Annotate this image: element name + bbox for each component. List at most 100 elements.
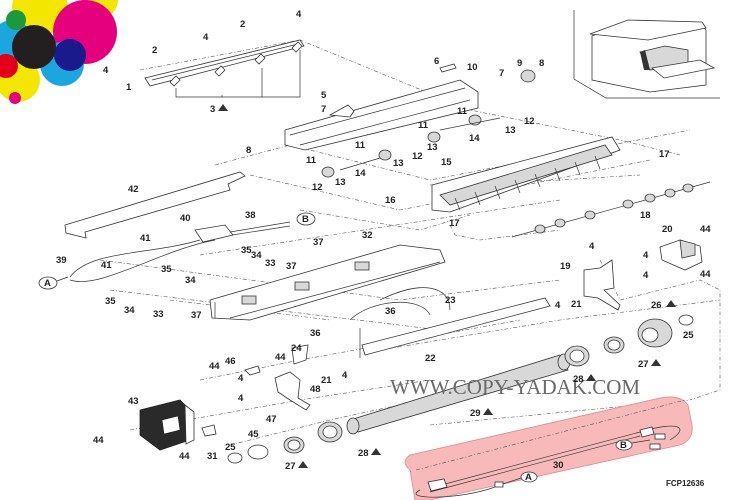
exit-roller-shaft-part-18 [511, 181, 711, 238]
copier-inset [573, 10, 720, 99]
label-36: 36 [310, 328, 321, 339]
cover-part-43 [139, 399, 195, 451]
label-46: 46 [225, 356, 236, 367]
label-36: 36 [385, 306, 396, 317]
rollers [321, 69, 536, 178]
svg-text:B: B [302, 214, 309, 225]
label-21: 21 [571, 299, 582, 310]
label-13: 13 [393, 158, 404, 169]
label-4: 4 [643, 270, 649, 281]
label-44: 44 [700, 269, 711, 280]
label-43: 43 [128, 396, 139, 407]
label-44: 44 [93, 435, 104, 446]
label-37: 37 [286, 261, 297, 272]
label-12: 12 [412, 151, 423, 162]
logo-green [6, 10, 26, 30]
new-part-triangle-icon [371, 448, 381, 455]
label-11: 11 [418, 120, 429, 131]
label-27: 27 [285, 461, 296, 472]
label-8: 8 [539, 58, 544, 69]
label-35: 35 [241, 245, 252, 256]
connector-b-top: B [296, 212, 316, 226]
logo-red [0, 54, 18, 78]
bearings [227, 314, 694, 464]
label-20: 20 [662, 224, 673, 235]
label-17: 17 [449, 218, 460, 229]
label-42: 42 [128, 184, 139, 195]
label-23: 23 [445, 295, 456, 306]
label-7: 7 [499, 68, 504, 79]
label-1: 1 [126, 82, 132, 93]
label-2: 2 [152, 45, 157, 56]
new-part-triangle-icon [218, 104, 228, 111]
label-47: 47 [266, 414, 277, 425]
label-27: 27 [638, 359, 649, 370]
label-4: 4 [296, 9, 302, 20]
label-3: 3 [210, 104, 215, 115]
plate-part-42 [64, 171, 246, 239]
connector-b-lamp: B [615, 439, 651, 451]
label-4: 4 [643, 250, 649, 261]
label-10: 10 [467, 62, 478, 73]
logo-black [12, 25, 56, 69]
new-part-triangle-icon [483, 408, 493, 415]
label-21: 21 [321, 375, 332, 386]
label-4: 4 [342, 370, 348, 381]
label-37: 37 [313, 237, 324, 248]
label-25: 25 [225, 442, 236, 453]
connector-a-lamp: A [502, 471, 538, 485]
side-frame-part-32 [209, 244, 446, 321]
label-40: 40 [180, 213, 191, 224]
label-28: 28 [573, 374, 584, 385]
cmyk-logo [0, 0, 118, 104]
label-4: 4 [103, 65, 109, 76]
label-9: 9 [517, 58, 522, 69]
label-31: 31 [207, 451, 218, 462]
label-35: 35 [161, 264, 172, 275]
label-13: 13 [505, 125, 516, 136]
label-11: 11 [306, 155, 317, 166]
part-labels: 1 2 2 3 4 4 4 5 6 7 8 9 10 11 11 11 11 1… [56, 9, 711, 472]
label-12: 12 [524, 116, 535, 127]
harness-part-38 [69, 221, 291, 282]
heater-lamp-part-30-highlight[interactable] [404, 396, 693, 500]
label-24: 24 [291, 343, 302, 354]
lever-part-48 [244, 344, 311, 411]
label-17: 17 [659, 149, 670, 160]
label-4: 4 [203, 32, 209, 43]
label-5: 5 [321, 90, 327, 101]
figure-code: FCP12636 [666, 479, 705, 488]
label-11: 11 [457, 106, 468, 117]
label-15: 15 [441, 157, 452, 168]
upper-frame-part-10 [284, 63, 479, 151]
new-part-triangle-icon [586, 374, 596, 381]
label-45: 45 [248, 429, 259, 440]
svg-text:A: A [44, 278, 51, 289]
label-44: 44 [179, 451, 190, 462]
label-34: 34 [185, 275, 196, 286]
label-4: 4 [589, 241, 595, 252]
label-41: 41 [101, 260, 112, 271]
label-37: 37 [191, 310, 202, 321]
label-38: 38 [245, 210, 256, 221]
new-part-triangle-icon [666, 300, 676, 307]
label-18: 18 [640, 210, 651, 221]
label-19: 19 [560, 261, 571, 272]
watermark: WWW.COPY-YADAK.COM [390, 375, 640, 399]
label-12: 12 [312, 182, 323, 193]
label-33: 33 [153, 309, 164, 320]
label-26: 26 [651, 300, 662, 311]
upper-bracket-assembly [144, 39, 305, 98]
label-8: 8 [246, 145, 251, 156]
guide-plate-part-16 [431, 136, 621, 213]
bracket-part-19 [583, 259, 621, 311]
gear-part-20 [659, 239, 703, 271]
logo-navy [54, 39, 86, 71]
new-part-triangle-icon [651, 359, 661, 366]
label-14: 14 [469, 133, 480, 144]
label-28: 28 [358, 448, 369, 459]
label-13: 13 [427, 142, 438, 153]
label-29: 29 [470, 408, 481, 419]
label-22: 22 [425, 353, 436, 364]
